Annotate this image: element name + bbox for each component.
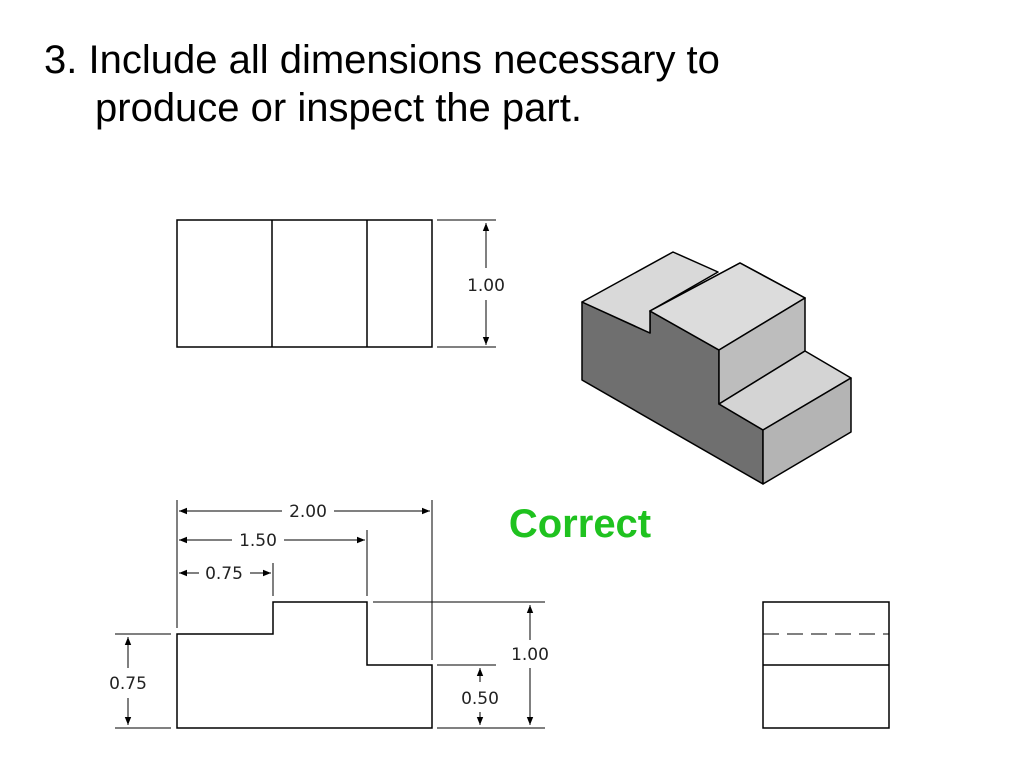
side-view [762, 601, 890, 729]
title-line-2: produce or inspect the part. [95, 86, 582, 130]
left-width-label: 0.75 [205, 564, 243, 584]
front-view-outline [176, 601, 433, 729]
left-height-label: 0.75 [109, 674, 147, 694]
front-view-left-height-dimension [115, 633, 171, 729]
front-view-right-height-dimensions [373, 601, 545, 729]
front-view-horizontal-dimensions [176, 500, 433, 660]
top-view-height-label: 1.00 [467, 276, 505, 296]
title-line-1: 3. Include all dimensions necessary to [44, 38, 720, 82]
top-view-outline [176, 219, 433, 348]
overall-height-label: 1.00 [511, 645, 549, 665]
top-view-height-dimension [437, 219, 496, 348]
right-height-label: 0.50 [461, 689, 499, 709]
status-correct-label: Correct [509, 502, 651, 546]
iso-low-side-face [762, 377, 852, 485]
slide-title: 3. Include all dimensions necessary to p… [44, 36, 984, 132]
step-width-label: 1.50 [239, 531, 277, 551]
front-view [176, 601, 433, 729]
overall-width-label: 2.00 [289, 502, 327, 522]
iso-left-top-face [581, 251, 719, 334]
top-view [176, 219, 433, 348]
isometric-view [581, 251, 852, 485]
